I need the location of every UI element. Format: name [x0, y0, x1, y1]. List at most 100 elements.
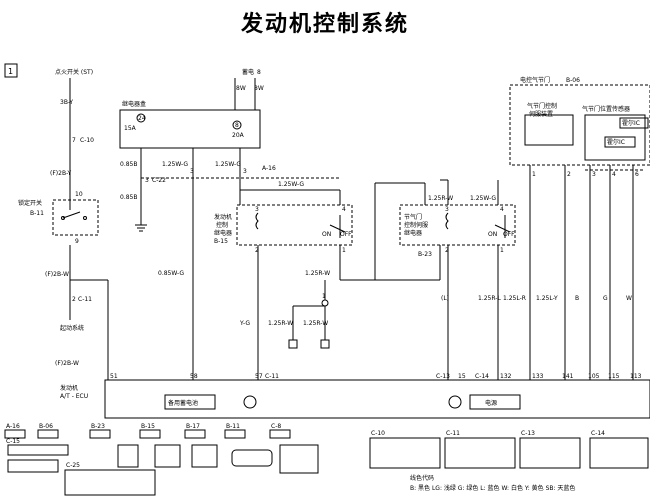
- throttle-relay-on: ON: [488, 231, 497, 238]
- engine-relay-label-2: 控制: [216, 221, 228, 229]
- engine-relay-pin-3: 3: [255, 206, 259, 213]
- throttle-relay-conn: B-23: [418, 251, 432, 258]
- throttle-relay-label-1: 节气门: [404, 213, 422, 221]
- ecu-motor-label: 电源: [485, 399, 497, 407]
- wire-125rw-a: 1.25R-W: [305, 270, 330, 277]
- battery-label: 蓄电: [242, 68, 254, 76]
- ecu-pin-57: 57: [255, 373, 263, 380]
- ecu-pin-115: 115: [608, 373, 620, 380]
- conn-b15: B-15: [141, 423, 155, 430]
- throttle-relay-pin-1: 1: [500, 247, 504, 254]
- ignition-label: 点火开关 (ST): [55, 68, 93, 76]
- switch-conn: B-11: [30, 210, 44, 217]
- legend-title: 线色代码: [410, 474, 434, 482]
- wire-top: (F)2B-Y: [50, 170, 72, 177]
- conn-c10: C-10: [371, 430, 385, 437]
- relay-box-conn: 24: [138, 115, 146, 122]
- page-marker: 1: [8, 67, 13, 76]
- page-title: 发动机控制系统: [240, 12, 409, 37]
- throttle-relay-label-2: 控制伺服: [404, 221, 428, 229]
- engine-relay-box: [236, 204, 353, 246]
- sensor-label: 气节门位置传感器: [582, 105, 630, 113]
- ignition-wire: 3B-Y: [60, 99, 73, 106]
- conn-a16: A-16: [6, 423, 20, 430]
- throttle-relay-box: [399, 204, 516, 246]
- ecu-pin-132: 132: [500, 373, 512, 380]
- engine-relay-label-3: 继电器: [214, 229, 232, 237]
- battery-conn: 8: [257, 69, 261, 76]
- tb-pin-2: 2: [567, 171, 571, 178]
- wire-085b-a: 0.85B: [120, 161, 137, 168]
- throttle-relay-off: OFF: [503, 231, 515, 238]
- ignition-conn: C-10: [80, 137, 94, 144]
- ignition-pin: 7: [72, 137, 76, 144]
- ecu-pin-15: 15: [458, 373, 466, 380]
- wire-085b-conn: C-22: [152, 177, 166, 184]
- conn-b23: B-23: [91, 423, 105, 430]
- wire-125wg-b: 1.25W-G: [215, 161, 241, 168]
- ecu-pin-51: 51: [110, 373, 118, 380]
- pin-10: 10: [75, 191, 83, 198]
- engine-relay-pin-4: 4: [342, 206, 346, 213]
- tb-pin-1: 1: [532, 171, 536, 178]
- relay-box-label: 继电器盒: [122, 100, 146, 108]
- servo-label-2: 伺服装置: [529, 110, 553, 118]
- conn-b17: B-17: [186, 423, 200, 430]
- lock-switch-box: [52, 199, 99, 236]
- tb-pin-4: 4: [612, 171, 616, 178]
- ecu-label-1: 发动机: [60, 384, 78, 392]
- ecu-box: [104, 379, 650, 419]
- tb-wire-w: W: [626, 295, 632, 302]
- tb-wire-rl: 1.25R-L: [478, 295, 501, 302]
- ecu-pin-133: 133: [532, 373, 544, 380]
- conn-c11: C-11: [446, 430, 460, 437]
- wire-mid: (F)2B-W: [45, 271, 69, 278]
- conn-b11: B-11: [226, 423, 240, 430]
- wire-125rw-b: 1.25R-W: [268, 320, 293, 327]
- throttle-relay-pin-3: 3: [445, 206, 449, 213]
- ecu-label-2: A/T - ECU: [60, 393, 88, 400]
- wire-125wg-a-pin: 3: [190, 168, 194, 175]
- tb-pin-3: 3: [592, 171, 596, 178]
- wire-125wg-b-pin: 3: [243, 168, 247, 175]
- page-marker-box: [4, 63, 18, 78]
- conn-c14: C-14: [591, 430, 605, 437]
- throttle-relay-pin-4: 4: [500, 206, 504, 213]
- relay-box: [119, 109, 261, 149]
- throttle-wire-b: 1.25W-G: [470, 195, 496, 202]
- throttle-body-label: 电控气节门: [520, 76, 550, 84]
- wire-085wg: 0.85W-G: [158, 270, 184, 277]
- ecu-pin-113: 113: [630, 373, 642, 380]
- pin-2-conn: C-11: [78, 296, 92, 303]
- wire-125wg-c: 1.25W-G: [278, 181, 304, 188]
- pin-2: 2: [72, 296, 76, 303]
- fuse-wire-b: 8W: [254, 85, 264, 92]
- throttle-relay-label-3: 继电器: [404, 229, 422, 237]
- conn-b06: B-06: [39, 423, 53, 430]
- conn-c15: C-15: [6, 438, 20, 445]
- hall-ic-a: 霍尔IC: [622, 119, 640, 127]
- ecu-conn-c11: C-11: [265, 373, 279, 380]
- servo-label-1: 气节门控制: [527, 102, 557, 110]
- engine-relay-pin-1: 1: [342, 247, 346, 254]
- engine-relay-off: OFF: [340, 231, 352, 238]
- fuse-right: 20A: [232, 132, 245, 139]
- engine-relay-conn: B-15: [214, 238, 228, 245]
- conn-c25: C-25: [66, 462, 80, 469]
- conn-c8: C-8: [271, 423, 281, 430]
- fuse-right-num: 8: [235, 122, 239, 129]
- ecu-backup-label: 备用蓄电池: [168, 399, 198, 407]
- lower-label: 起动系统: [60, 324, 84, 332]
- ecu-conn-c13: C-13: [436, 373, 450, 380]
- ecu-conn-c14: C-14: [475, 373, 489, 380]
- tb-wire-g: G: [603, 295, 608, 302]
- fuse-wire-a: 8W: [236, 85, 246, 92]
- pin-9: 9: [75, 238, 79, 245]
- ecu-wire: (F)2B-W: [55, 360, 79, 367]
- wire-125rw-c: 1.25R-W: [303, 320, 328, 327]
- conn-c13: C-13: [521, 430, 535, 437]
- engine-relay-label-1: 发动机: [214, 213, 232, 221]
- switch-label: 锁定开关: [18, 199, 42, 207]
- fuse-left: 15A: [124, 125, 137, 132]
